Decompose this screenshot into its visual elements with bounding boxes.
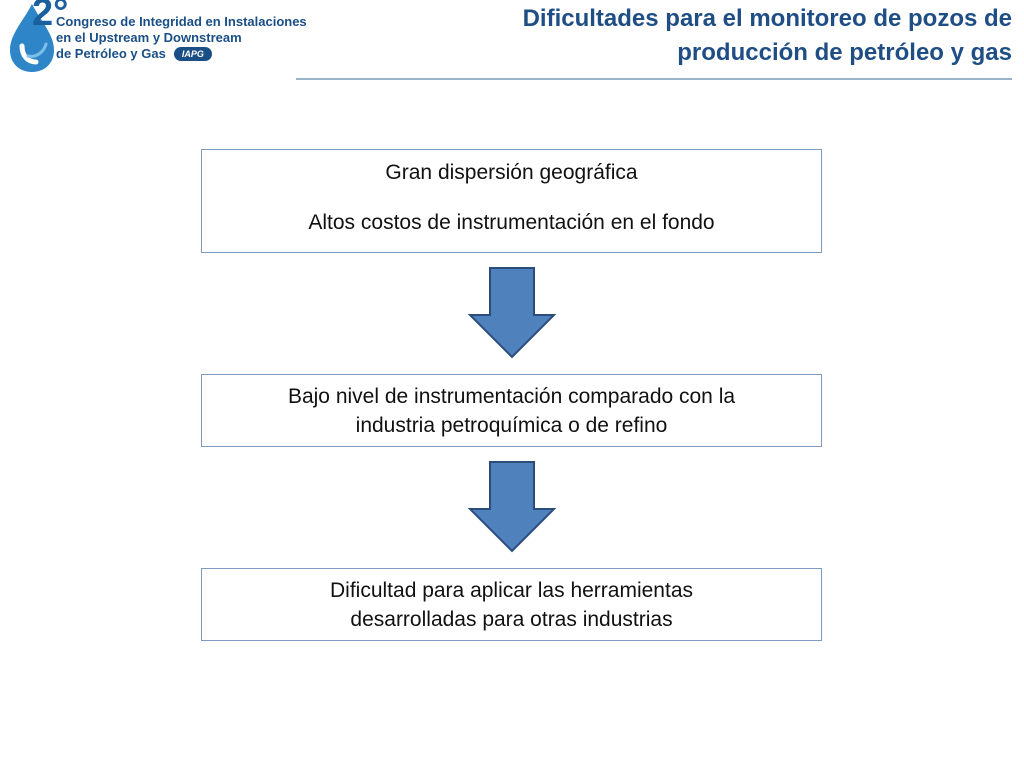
flow-box-causes-line-1: Gran dispersión geográfica [385,161,638,184]
flow-box-result: Dificultad para aplicar las herramientas… [201,568,822,641]
flow-box-result-line-1: Dificultad para aplicar las herramientas [330,579,693,602]
logo-number: 2° [32,0,69,34]
logo-line-1: Congreso de Integridad en Instalaciones [56,14,307,29]
iapg-badge: IAPG [173,47,212,61]
header-divider [296,78,1012,80]
slide-title: Dificultades para el monitoreo de pozos … [372,2,1012,70]
logo-line-3: de Petróleo y Gas [56,46,166,61]
flow-box-consequence-line-2: industria petroquímica o de refino [355,414,668,437]
down-arrow-icon [468,267,556,359]
flow-box-consequence: Bajo nivel de instrumentación comparado … [201,374,822,447]
slide-title-line-1: Dificultades para el monitoreo de pozos … [522,5,1012,32]
flow-box-causes-spacer [202,187,821,208]
logo-line-3-row: de Petróleo y Gas IAPG [56,46,307,62]
flow-box-causes: Gran dispersión geográfica Altos costos … [201,149,822,253]
logo-text: Congreso de Integridad en Instalaciones … [56,14,307,62]
flow-box-result-line-2: desarrolladas para otras industrias [350,608,673,631]
water-drop-icon [10,4,54,72]
logo-line-2: en el Upstream y Downstream [56,30,242,45]
flow-box-causes-line-2: Altos costos de instrumentación en el fo… [308,211,715,234]
slide-title-line-2: producción de petróleo y gas [677,39,1012,66]
flow-box-consequence-line-1: Bajo nivel de instrumentación comparado … [287,385,736,408]
congress-logo: 2° Congreso de Integridad en Instalacion… [6,0,307,76]
down-arrow-icon [468,461,556,553]
